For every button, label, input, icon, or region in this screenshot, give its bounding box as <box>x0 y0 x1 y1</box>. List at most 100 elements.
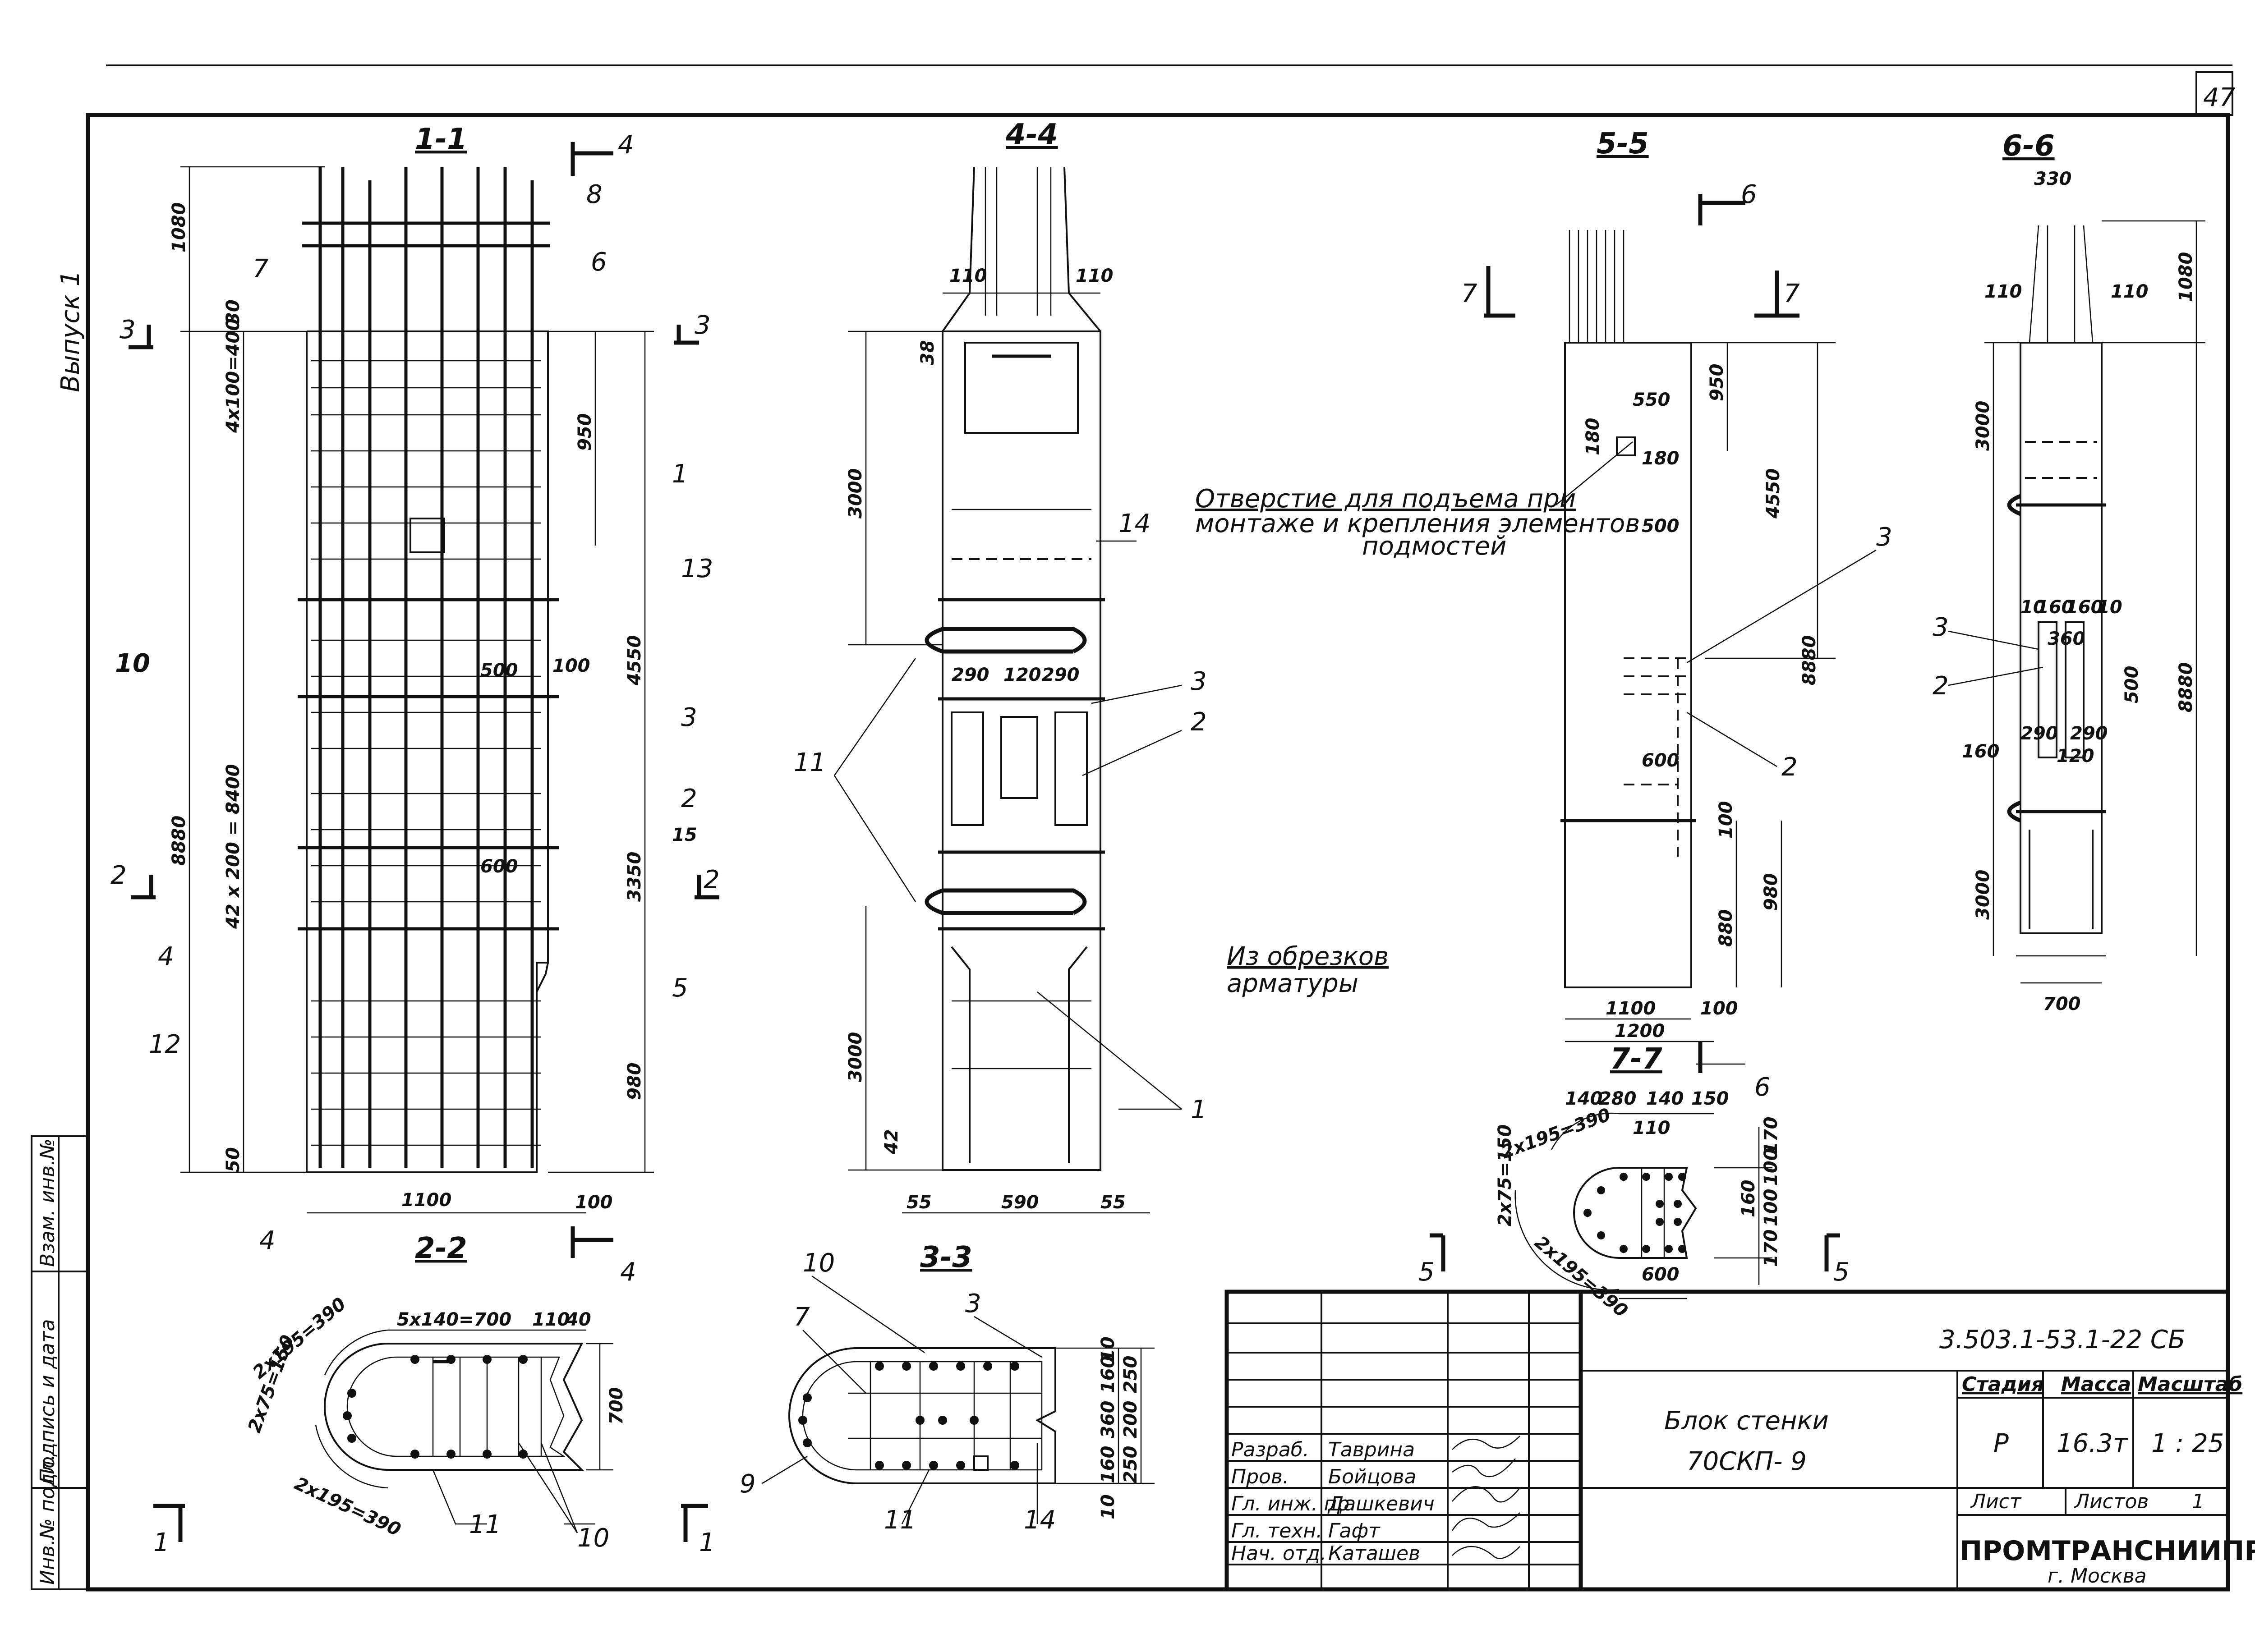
dim-label: 100 <box>1761 1148 1781 1186</box>
callout-label: 6 <box>591 248 607 277</box>
section-title-3-3: 3-3 <box>920 1241 972 1274</box>
mass-value: 16.3т <box>2057 1429 2128 1458</box>
dim-label: 500 <box>480 660 518 681</box>
dim-label: 1080 <box>2176 252 2196 302</box>
dim-label: 10 <box>2020 597 2046 618</box>
view-1-1: 1-1 <box>180 123 654 1214</box>
dim-label: 100 <box>1700 998 1738 1019</box>
page-number: 47 <box>2203 83 2236 112</box>
dim-label: 4x100=400 <box>223 318 244 433</box>
callout-label: 4 <box>259 1226 276 1255</box>
callout-label: 11 <box>884 1505 916 1535</box>
callout-label: 8 <box>586 180 603 209</box>
callout-label: 14 <box>1024 1505 1056 1535</box>
sheets-label: Листов <box>2074 1490 2149 1513</box>
title-block-labels: 3.503.1-53.1-22 СБ Блок стенки 70СКП- 9 … <box>1231 1325 2255 1588</box>
dim-label: 8880 <box>169 816 189 866</box>
dim-label: 100 <box>1716 801 1736 839</box>
dim-label: 30 <box>223 299 244 325</box>
view-5-5-labels: Отверстие для подъема при монтаже и креп… <box>1195 180 1892 1102</box>
role-label: Гл. техн. <box>1231 1519 1322 1542</box>
callout-label: 2 <box>681 784 697 813</box>
dim-label: 42 x 200 = 8400 <box>223 764 244 929</box>
callout-label: 3 <box>1876 523 1892 552</box>
dim-label: 700 <box>2043 994 2081 1014</box>
stamp-inv-podl: Инв.№ подл. <box>36 1454 59 1585</box>
dim-label: 100 <box>575 1192 613 1213</box>
dim-label: 8880 <box>2176 662 2196 712</box>
dim-label: 160 <box>1962 741 2000 762</box>
person-name: Бойцова <box>1328 1465 1416 1488</box>
role-label: Пров. <box>1231 1465 1289 1488</box>
dim-label: 3000 <box>1973 870 1993 920</box>
cut-mark-label: 4 <box>620 1257 636 1287</box>
dim-label: 160 <box>1738 1180 1759 1218</box>
section-title-6-6: 6-6 <box>2002 129 2055 163</box>
dim-label: 500 <box>2122 666 2142 704</box>
dim-label: 4550 <box>1763 468 1784 519</box>
role-label: Гл. инж. пр. <box>1231 1492 1356 1515</box>
hole-note: Отверстие для подъема при <box>1195 484 1576 514</box>
scale-header: Масштаб <box>2138 1373 2242 1396</box>
person-name: Каташев <box>1328 1542 1420 1565</box>
dim-label: 980 <box>624 1063 645 1101</box>
view-4-4-labels: 110 110 38 3000 290 120 290 3000 42 55 5… <box>794 266 1207 1213</box>
dim-label: 170 <box>1761 1117 1781 1155</box>
dim-label: 10 <box>1098 1494 1118 1519</box>
dim-label: 5x140=700 <box>397 1309 511 1330</box>
cut-mark-label: 2 <box>704 865 720 895</box>
mass-header: Масса <box>2061 1373 2131 1396</box>
view-5-5: 5-5 <box>1560 127 1836 1042</box>
dim-label: 980 <box>1761 873 1781 911</box>
dim-label: 180 <box>1642 448 1680 469</box>
person-name: Дашкевич <box>1327 1492 1435 1515</box>
dim-label: 360 <box>2048 629 2085 649</box>
dim-label: 290 <box>2020 723 2058 744</box>
dim-label: 8880 <box>1799 635 1820 685</box>
dim-label: 600 <box>480 856 518 877</box>
dim-label: 110 <box>2111 281 2149 302</box>
organization: ПРОМТРАНСНИИПРОЕКТ <box>1960 1535 2255 1567</box>
dim-label: 290 <box>1042 665 1080 685</box>
dim-label: 55 <box>907 1192 932 1213</box>
sheet-label: Лист <box>1970 1490 2022 1513</box>
dim-label: 2x195=390 <box>249 1294 350 1383</box>
role-label: Разраб. <box>1231 1438 1309 1461</box>
dim-label: 1200 <box>1615 1021 1665 1042</box>
dim-label: 2x195=390 <box>1499 1104 1614 1163</box>
hole-note-2: монтаже и крепления элементов <box>1195 509 1640 538</box>
cut-mark-label: 7 <box>1461 279 1477 308</box>
cut-mark-label: 2 <box>110 861 127 890</box>
dim-label: 110 <box>1633 1118 1671 1138</box>
dim-label: 3350 <box>624 852 645 902</box>
person-name: Гафт <box>1328 1519 1381 1542</box>
dim-label: 160 <box>2066 597 2103 618</box>
callout-label: 10 <box>577 1524 609 1553</box>
dim-label: 3000 <box>845 1032 866 1082</box>
callout-label: 2 <box>1781 753 1798 782</box>
callout-label: 11 <box>469 1510 501 1539</box>
dim-label: 50 <box>223 1147 244 1172</box>
dim-label: 2x75=150 <box>1495 1124 1515 1226</box>
dim-label: 110 <box>949 266 987 286</box>
stamp-vzam-inv: Взам. инв.№ <box>36 1138 59 1267</box>
callout-label: 10 <box>115 649 150 678</box>
dim-label: 280 <box>1599 1088 1637 1109</box>
view-6-6-labels: 330 1080 110 110 3000 10 160 160 10 360 … <box>1933 169 2196 1014</box>
callout-label: 3 <box>965 1289 981 1318</box>
view-7-7: 7-7 <box>1430 1042 1840 1299</box>
dim-label: 600 <box>1642 750 1680 771</box>
dim-label: 290 <box>952 665 989 685</box>
dim-label: 2x75=150 <box>244 1332 299 1435</box>
callout-label: 1 <box>672 459 688 489</box>
dim-label: 1080 <box>169 202 189 252</box>
callout-label: 2 <box>1933 671 1949 701</box>
view-2-2: 2-2 <box>315 1232 613 1489</box>
dim-label: 950 <box>575 413 595 451</box>
callout-label: 5 <box>672 973 688 1003</box>
dim-label: 330 <box>2034 169 2072 189</box>
dim-label: 1100 <box>401 1190 451 1211</box>
view-1-1-labels: 1080 30 4x100=400 950 4 5 50 8880 42 x 200… <box>110 130 720 1287</box>
cut-mark-label: 7 <box>1784 279 1800 308</box>
section-title-1-1: 1-1 <box>415 123 467 156</box>
